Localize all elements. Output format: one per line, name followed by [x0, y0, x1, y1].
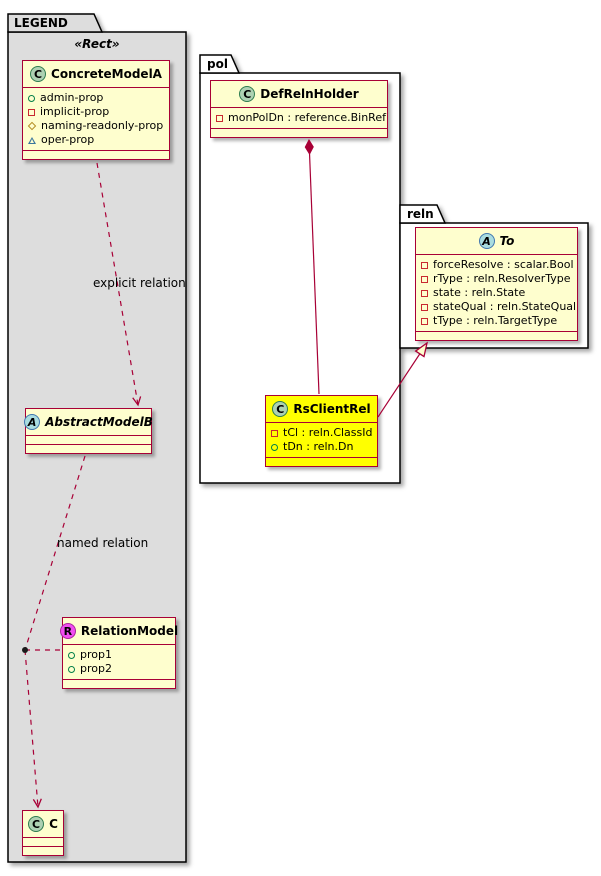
- field-label: tCl : reln.ClassId: [283, 426, 373, 439]
- field-row: prop2: [68, 662, 170, 676]
- field-label: admin-prop: [40, 91, 104, 104]
- field-label: oper-prop: [41, 133, 95, 146]
- field-row: admin-prop: [28, 91, 164, 105]
- field-row: tCl : reln.ClassId: [271, 426, 373, 440]
- abstract-class-spot-icon: A: [478, 233, 495, 249]
- public-field-icon: [68, 651, 75, 659]
- field-row: forceResolve : scalar.Bool: [421, 258, 574, 272]
- class-to: A To forceResolve : scalar.Bool rType : …: [415, 227, 578, 341]
- composition-edge: [304, 138, 320, 395]
- junction-dot: [22, 647, 28, 653]
- class-relation-model: R RelationModel prop1 prop2: [59, 617, 179, 689]
- fields-compartment: forceResolve : scalar.Bool rType : reln.…: [416, 254, 577, 331]
- field-label: naming-readonly-prop: [41, 119, 164, 132]
- field-label: prop2: [80, 662, 112, 675]
- class-concrete-model-a: C ConcreteModelA admin-prop implicit-pro…: [22, 60, 170, 160]
- private-field-icon: [421, 289, 428, 297]
- field-row: implicit-prop: [28, 105, 164, 119]
- methods-compartment: [63, 679, 175, 688]
- class-rs-client-rel: C RsClientRel tCl : reln.ClassId tDn : r…: [265, 395, 378, 467]
- fields-compartment: prop1 prop2: [63, 644, 175, 679]
- class-abstract-model-b: A AbstractModelB: [24, 408, 153, 454]
- field-row: prop1: [68, 648, 170, 662]
- field-label: tDn : reln.Dn: [283, 440, 354, 453]
- class-header: A AbstractModelB: [24, 409, 153, 435]
- private-field-icon: [421, 303, 428, 311]
- private-field-icon: [28, 108, 35, 116]
- private-field-icon: [421, 317, 428, 325]
- class-header: R RelationModel: [59, 618, 179, 644]
- public-field-icon: [68, 665, 75, 673]
- methods-compartment: [26, 444, 151, 453]
- class-header: C DefRelnHolder: [211, 81, 387, 107]
- methods-compartment: [266, 457, 377, 466]
- class-name: ConcreteModelA: [51, 67, 162, 81]
- field-row: rType : reln.ResolverType: [421, 272, 572, 286]
- class-def-reln-holder: C DefRelnHolder monPolDn : reference.Bin…: [210, 80, 388, 138]
- fields-compartment: [26, 435, 151, 444]
- public-field-icon: [271, 443, 278, 451]
- private-field-icon: [421, 261, 428, 269]
- methods-compartment: [416, 331, 577, 340]
- field-label: forceResolve : scalar.Bool: [433, 258, 574, 271]
- relation-class-spot-icon: R: [59, 623, 76, 639]
- class-header: C ConcreteModelA: [23, 61, 169, 87]
- field-row: tType : reln.TargetType: [421, 314, 572, 328]
- field-label: rType : reln.ResolverType: [433, 272, 571, 285]
- field-label: implicit-prop: [40, 105, 110, 118]
- class-name: AbstractModelB: [45, 415, 153, 429]
- field-row: stateQual : reln.StateQual: [421, 300, 576, 314]
- field-label: state : reln.State: [433, 286, 526, 299]
- class-spot-icon: C: [28, 816, 45, 832]
- class-spot-icon: C: [272, 401, 289, 417]
- field-row: state : reln.State: [421, 286, 572, 300]
- methods-compartment: [211, 128, 387, 137]
- class-name: To: [499, 234, 515, 248]
- abstract-class-spot-icon: A: [24, 414, 41, 430]
- package-field-icon: [28, 136, 36, 144]
- public-field-icon: [28, 94, 35, 102]
- fields-compartment: monPolDn : reference.BinRef: [211, 107, 387, 128]
- class-name: DefRelnHolder: [260, 87, 359, 101]
- field-row: tDn : reln.Dn: [271, 440, 372, 454]
- named-relation-label: named relation: [57, 536, 149, 550]
- class-header: C C: [23, 811, 63, 837]
- pol-package-label: pol: [207, 57, 228, 71]
- class-name: C: [49, 817, 58, 831]
- methods-compartment: [23, 150, 169, 159]
- fields-compartment: admin-prop implicit-prop naming-readonly…: [23, 87, 169, 150]
- generalization-edge: [377, 341, 428, 418]
- private-field-icon: [271, 429, 278, 437]
- field-row: monPolDn : reference.BinRef: [216, 111, 386, 125]
- class-header: A To: [416, 228, 577, 254]
- legend-package-label: LEGEND: [14, 16, 68, 30]
- field-label: stateQual : reln.StateQual: [433, 300, 577, 313]
- field-label: prop1: [80, 648, 112, 661]
- reln-package-label: reln: [407, 207, 434, 221]
- fields-compartment: [23, 837, 63, 846]
- methods-compartment: [23, 846, 63, 855]
- class-name: RelationModel: [80, 624, 179, 638]
- field-label: tType : reln.TargetType: [433, 314, 558, 327]
- private-field-icon: [216, 114, 223, 122]
- protected-field-icon: [27, 121, 37, 131]
- field-row: naming-readonly-prop: [27, 119, 164, 133]
- named-relation-edge-lower: [24, 649, 42, 809]
- class-name: RsClientRel: [293, 402, 371, 416]
- private-field-icon: [421, 275, 428, 283]
- class-spot-icon: C: [30, 66, 47, 82]
- fields-compartment: tCl : reln.ClassId tDn : reln.Dn: [266, 422, 377, 457]
- class-header: C RsClientRel: [266, 396, 377, 422]
- class-spot-icon: C: [239, 86, 256, 102]
- class-c: C C: [22, 810, 64, 856]
- explicit-relation-label: explicit relation: [93, 276, 186, 290]
- field-label: monPolDn : reference.BinRef: [228, 111, 386, 124]
- legend-stereotype: «Rect»: [74, 37, 120, 51]
- field-row: oper-prop: [28, 133, 164, 147]
